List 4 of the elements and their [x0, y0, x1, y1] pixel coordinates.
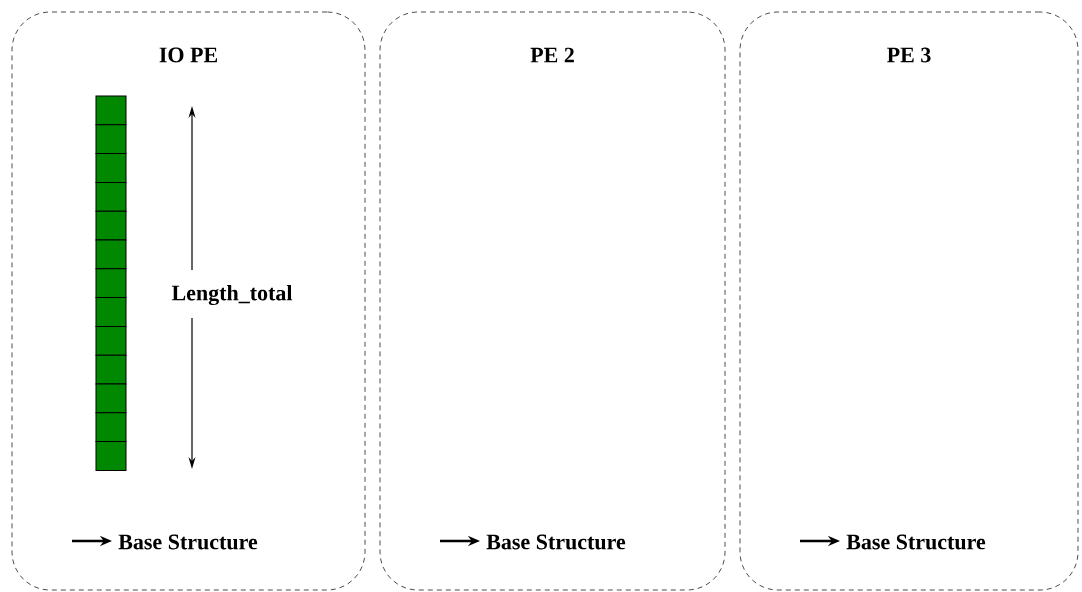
legend-text: Base Structure [846, 534, 986, 550]
dimension-label: Length_total [171, 284, 293, 306]
legend-text: Base Structure [486, 534, 626, 550]
legend-text: Base Structure [118, 534, 258, 550]
